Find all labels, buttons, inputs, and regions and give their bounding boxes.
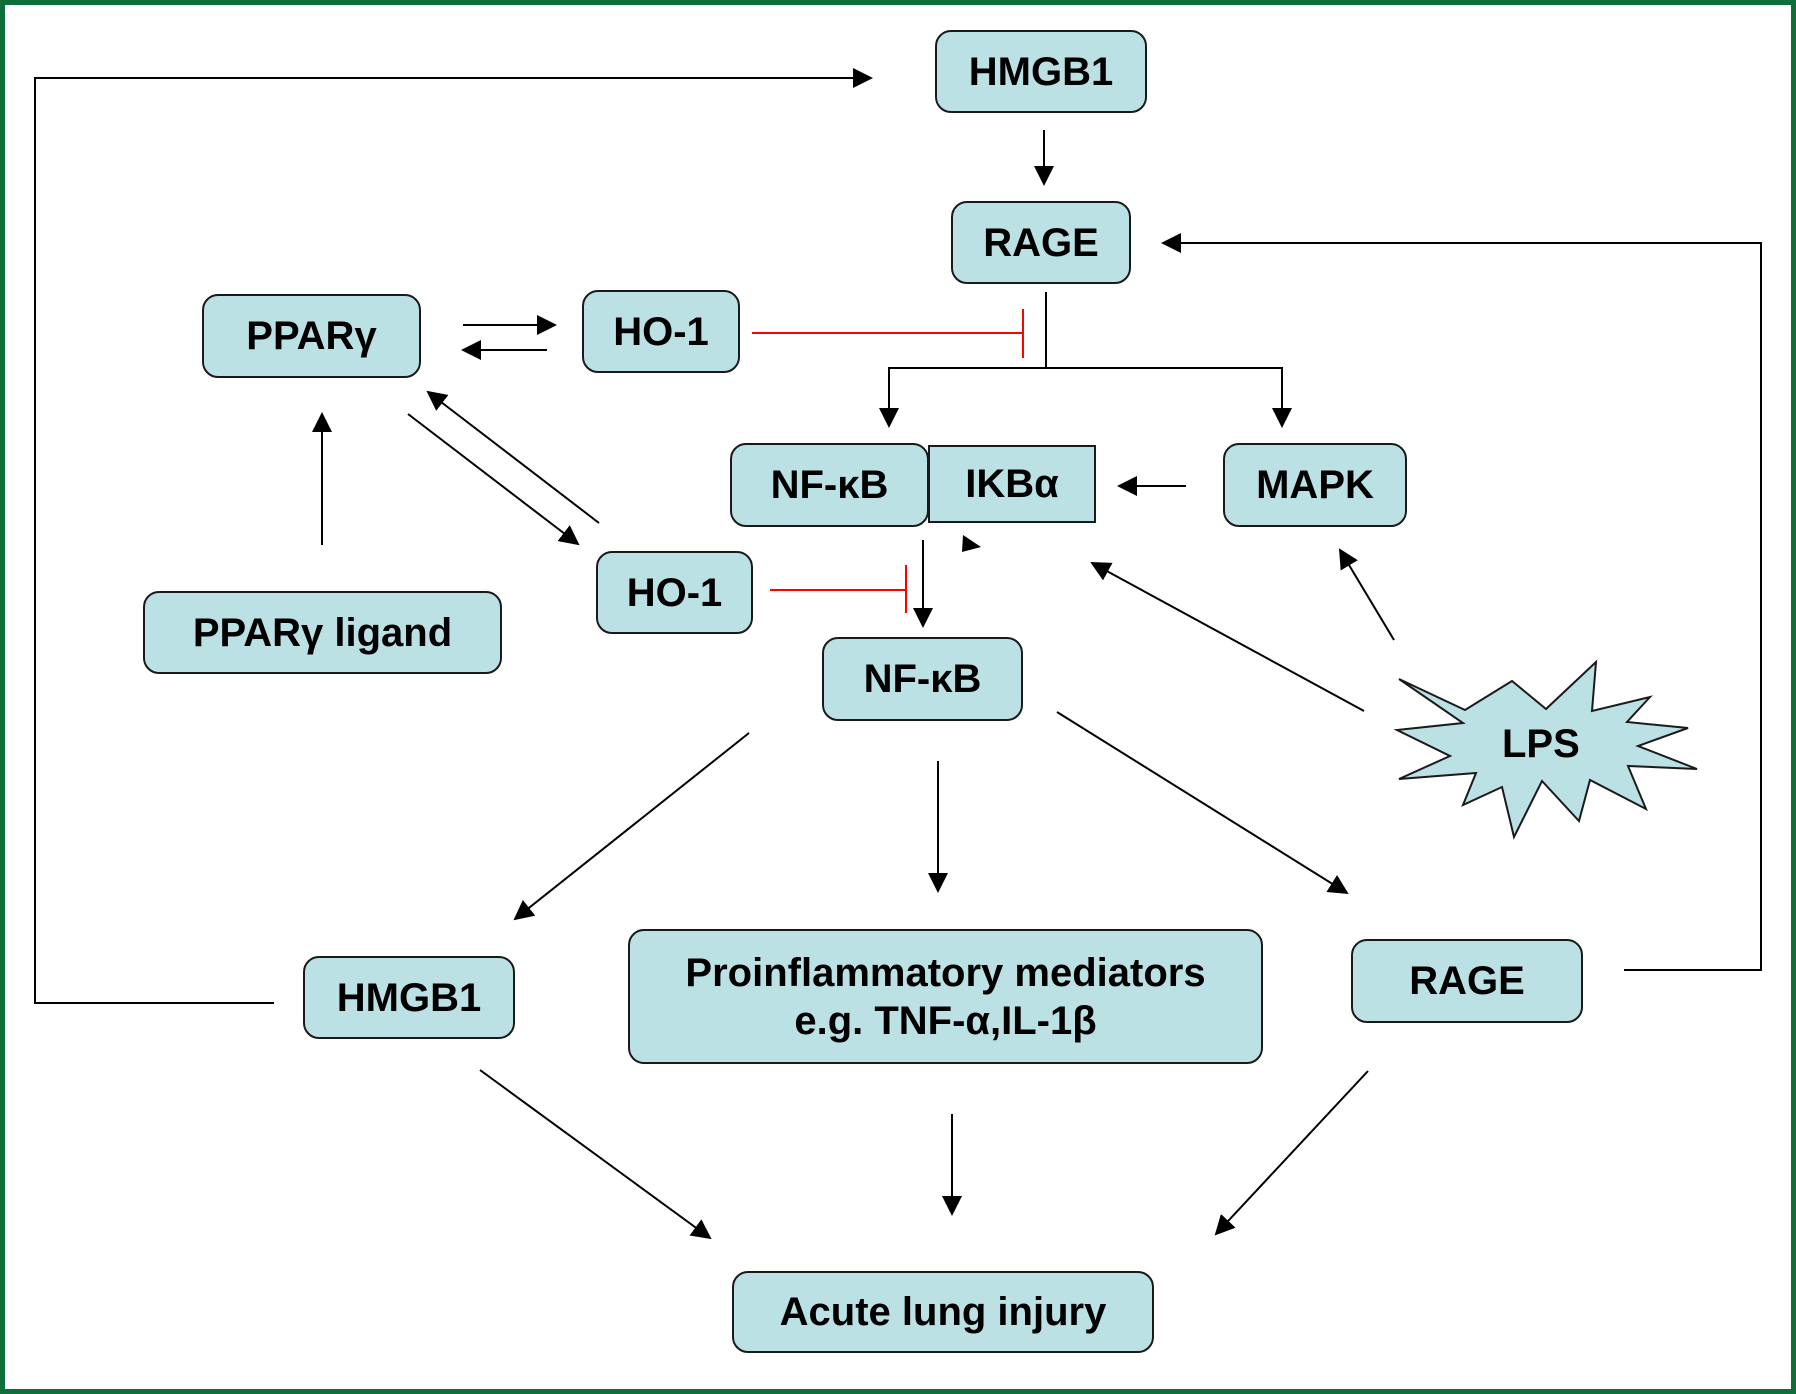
node-hmgb1-top: HMGB1: [935, 30, 1147, 113]
arrow-nfkb-hmgb1: [513, 732, 750, 921]
node-nfkb-free: NF-κB: [822, 637, 1023, 721]
node-proinflammatory: Proinflammatory mediators e.g. TNF-α,IL-…: [628, 929, 1263, 1064]
node-ho1-top: HO-1: [582, 290, 740, 373]
arrow-ho1-lower-ppar: [426, 390, 600, 524]
arrowhead-ikba-small: [962, 535, 981, 552]
node-ppar-ligand: PPARγ ligand: [143, 591, 502, 674]
node-acute-lung-injury: Acute lung injury: [732, 1271, 1154, 1353]
arrow-lps-ikba: [1090, 562, 1365, 712]
arrow-rage-ali: [1214, 1070, 1369, 1236]
node-ppar-gamma: PPARγ: [202, 294, 421, 378]
arrow-hmgb1-ali: [479, 1069, 712, 1240]
proinflammatory-title: Proinflammatory mediators: [685, 950, 1206, 995]
arrow-ppar-ho1-lower: [407, 413, 580, 546]
lps-starburst: [1393, 659, 1698, 840]
proinflammatory-examples: e.g. TNF-α,IL-1β: [794, 998, 1097, 1043]
arrow-nfkb-rage: [1056, 711, 1349, 895]
node-mapk: MAPK: [1223, 443, 1407, 527]
node-lps-label: LPS: [1502, 722, 1580, 766]
arrow-rage-mapk: [1046, 367, 1292, 428]
arrow-rage-nfkb: [879, 367, 1046, 428]
node-ho1-lower: HO-1: [596, 551, 753, 634]
arrow-lps-mapk: [1338, 548, 1395, 641]
node-nfkb-complex: NF-κB: [730, 443, 929, 527]
node-hmgb1-bottom: HMGB1: [303, 956, 515, 1039]
feedback-hmgb1-line: [34, 68, 873, 1004]
feedback-rage-line: [1161, 233, 1762, 971]
node-rage-top: RAGE: [951, 201, 1131, 284]
node-rage-bottom: RAGE: [1351, 939, 1583, 1023]
node-ikba: IKBα: [928, 445, 1096, 523]
